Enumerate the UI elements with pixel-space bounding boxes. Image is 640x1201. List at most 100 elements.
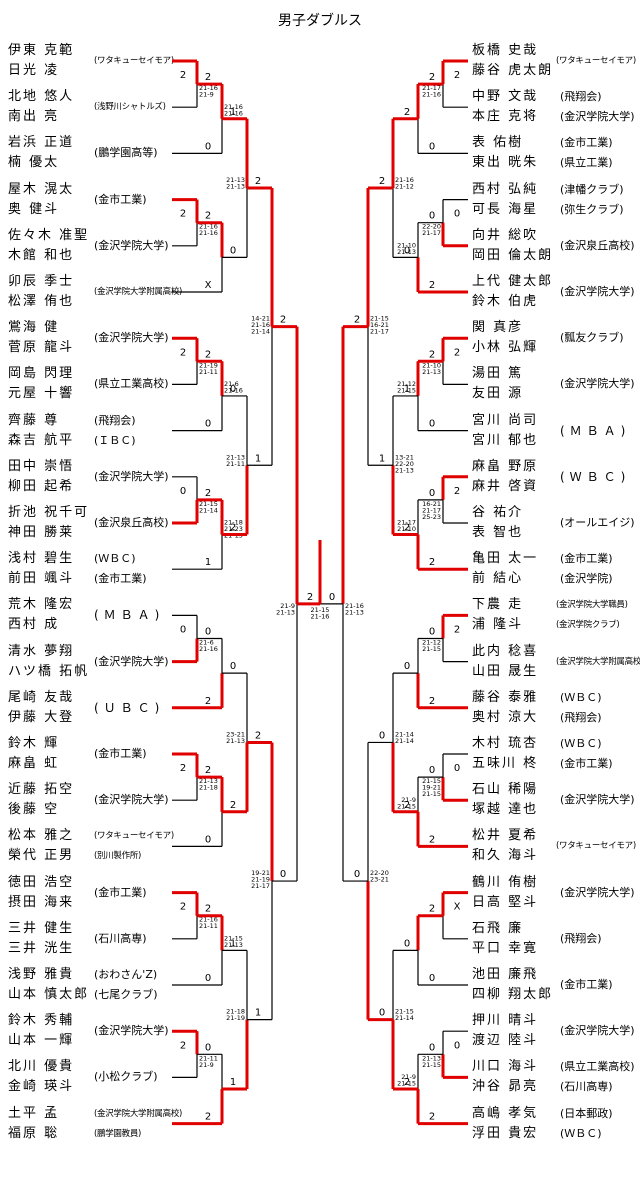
player-name: 菅原 龍斗 [8, 340, 75, 356]
player-name: 三井 健生 [8, 920, 75, 936]
player-name: 岡島 閃理 [8, 366, 75, 382]
club-name: (ワタキューセイモア) [556, 56, 636, 66]
score-digit: 0 [429, 1042, 435, 1053]
player-pair: 清水 夢翔ハツ橋 拓帆 [8, 642, 93, 682]
player-name: 福原 聡 [8, 1125, 60, 1141]
player-name: 浦 隆斗 [472, 617, 524, 633]
player-name: 友田 源 [472, 386, 524, 402]
club-name: (金市工業)(県立工業) [560, 136, 613, 170]
score-digit: 2 [454, 347, 460, 358]
club-line: (金市工業) [560, 757, 613, 770]
player-name: 押川 晴斗 [472, 1013, 539, 1029]
player-pair: 麻畠 野原麻井 啓資 [472, 457, 557, 497]
score-digit: 0 [404, 245, 410, 256]
player-name: 向井 総吹 [472, 227, 539, 243]
club-name: (金沢学院大学) [560, 1024, 635, 1038]
player-pair: 鈴木 秀輔山本 一輝 [8, 1011, 93, 1051]
club-line: (金沢学院大学職員) [556, 600, 628, 611]
score-digit: 2 [230, 800, 236, 811]
club-name: (金沢泉丘高校) [94, 516, 169, 529]
score-digit: 2 [255, 176, 261, 187]
score-digit: 0 [329, 592, 335, 603]
club-name: (ＵＢＣ) [94, 700, 165, 715]
club-name: (飛翔会) (金沢学院大学) [560, 90, 635, 124]
score-digit: 2 [280, 315, 286, 326]
score-digit: 1 [404, 384, 410, 395]
club-name: (ＭＢＡ) [94, 608, 165, 623]
score-digit: 2 [429, 349, 435, 360]
score-digit: 2 [429, 280, 435, 291]
score-digit: 1 [230, 938, 236, 949]
score-digit: 0 [429, 211, 435, 222]
club-name: (小松クラブ) [94, 1070, 158, 1084]
player-name: 平口 幸寛 [472, 940, 539, 956]
player-pair: 岡島 閃理元屋 十響 [8, 364, 93, 404]
player-pair: 卯辰 季士松澤 侑也 [8, 272, 93, 312]
club-name: (金市工業) [94, 747, 147, 760]
club-line: (金沢学院クラブ) [556, 620, 620, 631]
player-name: 宮川 郁也 [472, 432, 539, 448]
player-pair: 北地 悠人南出 亮 [8, 87, 93, 127]
player-pair: 藤谷 泰雅奥村 涼大 [472, 688, 557, 728]
player-pair: 屋木 滉太奥 健斗 [8, 180, 93, 220]
score-digit: 0 [230, 661, 236, 672]
club-name: (ＷＢＣ)(金市工業) [94, 552, 147, 586]
player-name: 土平 孟 [8, 1105, 60, 1121]
club-line: (金市工業) [94, 572, 147, 586]
player-pair: 岩浜 正道楠 優太 [8, 133, 93, 173]
score-digit: 2 [379, 176, 385, 187]
player-name: 松澤 侑也 [8, 294, 75, 309]
club-name: (ＷＢＣ) [560, 469, 631, 484]
score-digit: 2 [180, 763, 186, 774]
club-name: (金市工業) [94, 885, 147, 899]
player-name: 西村 成 [8, 617, 60, 633]
player-pair: 湯田 篤友田 源 [472, 364, 557, 404]
player-pair: 押川 晴斗渡辺 陸斗 [472, 1011, 557, 1051]
club-line: (飛翔会) [560, 90, 602, 104]
player-name: 佐々木 准聖 [8, 227, 90, 243]
player-pair: 田中 崇悟柳田 起希 [8, 457, 93, 497]
player-name: 南出 亮 [8, 109, 60, 125]
score-digit: 0 [379, 730, 385, 741]
player-name: 岡田 倫太朗 [472, 247, 554, 263]
club-name: (瓢友クラブ) [560, 331, 624, 345]
score-digit: 1 [205, 557, 211, 568]
club-line: (飛翔会) [560, 710, 602, 724]
player-name: 石山 稀陽 [472, 782, 539, 798]
player-name: 和久 海斗 [472, 848, 539, 864]
score-digit: 0 [454, 1040, 460, 1051]
score-digit: 0 [429, 419, 435, 430]
player-name: 下農 走 [472, 597, 524, 613]
score-digit: 2 [180, 347, 186, 358]
score-digit: 0 [205, 1042, 211, 1053]
score-digit: 0 [379, 1008, 385, 1019]
score-digit: 2 [180, 1040, 186, 1051]
score-digit: 2 [205, 349, 211, 360]
club-line: (金沢学院大学) [560, 110, 635, 124]
player-pair: 下農 走浦 隆斗 [472, 595, 557, 635]
player-name: 田中 崇悟 [8, 458, 75, 474]
player-pair: 宮川 尚司宮川 郁也 [472, 411, 557, 451]
player-pair: 上代 健太郎鈴木 伯虎 [472, 272, 557, 312]
club-line: (ＷＢＣ) [560, 737, 602, 750]
player-pair: 亀田 太一前 結心 [472, 549, 557, 589]
player-name: 藤谷 虎太朗 [472, 63, 554, 78]
club-name: (金沢学院大学) [94, 469, 169, 483]
player-pair: 此内 稔喜山田 晟生 [472, 642, 557, 682]
club-line: (別川製作所) [94, 851, 142, 862]
club-name: (飛翔会) [560, 931, 602, 945]
club-name: (金市工業) [560, 978, 613, 991]
player-pair: 齊藤 尊森吉 航平 [8, 411, 93, 451]
club-name: (ワタキューセイモア) [556, 841, 636, 852]
score-digit: 2 [205, 765, 211, 776]
